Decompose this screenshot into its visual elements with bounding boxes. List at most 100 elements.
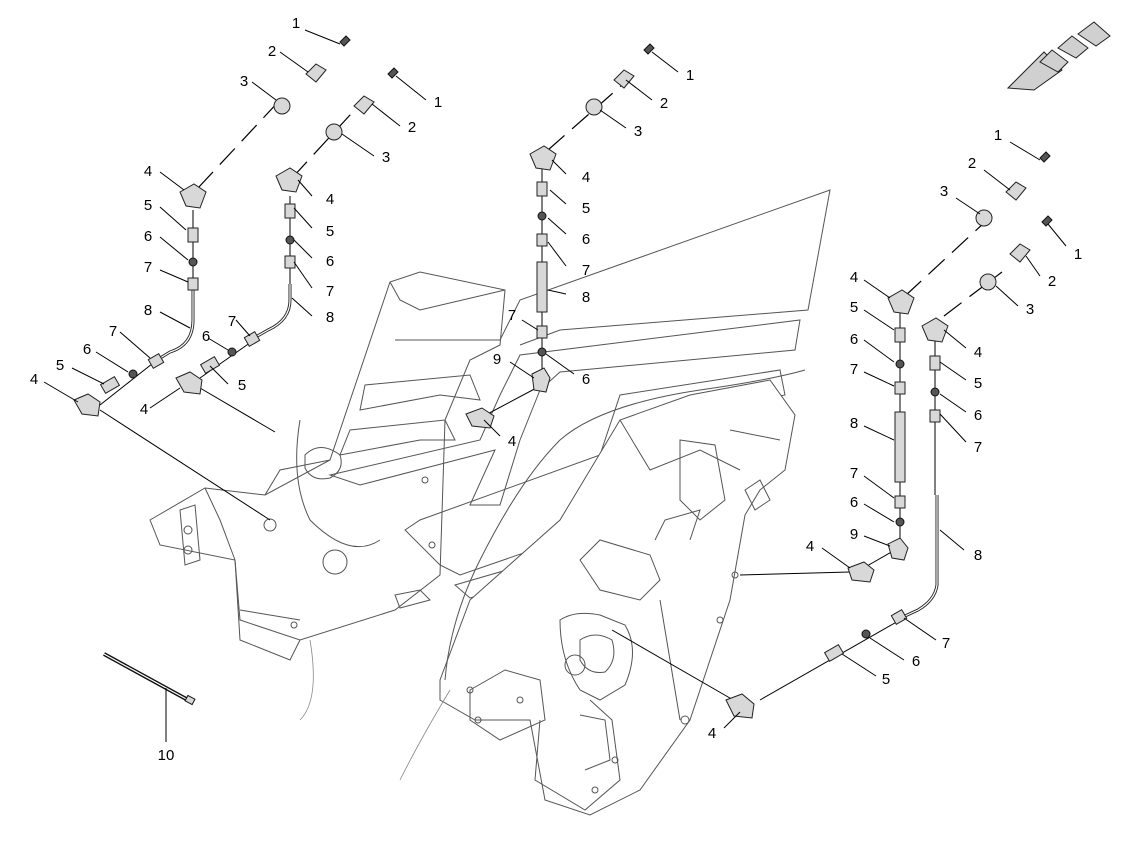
ferrule-icon	[285, 235, 295, 245]
elbow-block-icon	[921, 317, 949, 343]
grease-fitting-icon	[339, 35, 351, 47]
callout-label: 5	[882, 671, 890, 688]
callout-label: 6	[202, 328, 210, 345]
callout-label: 7	[144, 259, 152, 276]
callout-label: 2	[268, 43, 276, 60]
callout-label: 7	[850, 465, 858, 482]
nut-icon	[325, 123, 343, 141]
nut-icon	[284, 255, 296, 269]
ferrule-icon	[861, 629, 871, 639]
callout-label: 7	[508, 307, 516, 324]
elbow-block-icon	[179, 183, 207, 209]
ferrule-icon	[188, 257, 198, 267]
callout-label: 2	[1048, 273, 1056, 290]
grease-fitting-icon	[1041, 215, 1053, 227]
nut-icon	[187, 277, 199, 291]
nut-icon	[147, 352, 165, 370]
callout-label: 2	[968, 155, 976, 172]
grease-line-group-b: 1 2 3 4 5 6 7 8 7 6 5 4	[140, 67, 442, 433]
callout-label: 8	[582, 289, 590, 306]
callout-label: 6	[912, 653, 920, 670]
callout-label: 3	[1026, 301, 1034, 318]
callout-label: 4	[508, 433, 516, 450]
adapter-icon	[613, 69, 635, 89]
callout-label: 5	[56, 357, 64, 374]
tube-icon	[894, 411, 906, 483]
callout-label: 5	[974, 375, 982, 392]
callout-label: 5	[326, 223, 334, 240]
elbow-block-icon	[887, 289, 915, 315]
callout-label: 6	[850, 494, 858, 511]
callout-label: 7	[228, 313, 236, 330]
elbow-block-icon	[725, 693, 755, 719]
callout-label: 4	[30, 371, 38, 388]
grease-line-group-c: 1 2 3 4 5 6 7 8 7 6 9 4	[465, 43, 694, 450]
ferrule-icon	[537, 347, 547, 357]
connector-icon	[284, 203, 296, 219]
callout-label: 5	[144, 197, 152, 214]
ferrule-icon	[128, 369, 138, 379]
ferrule-icon	[930, 387, 940, 397]
nut-icon	[929, 409, 941, 423]
nut-icon	[894, 381, 906, 395]
tube-icon	[536, 261, 548, 313]
callout-label: 7	[109, 323, 117, 340]
nut-icon	[243, 330, 261, 348]
nut-icon	[536, 325, 548, 339]
callout-label: 2	[660, 95, 668, 112]
grease-line-group-e: 1 2 3 4 5 6 7 8 7 6 5 4	[611, 215, 1082, 742]
callout-label: 1	[292, 15, 300, 32]
elbow-block-icon	[847, 561, 875, 583]
grease-fitting-icon	[643, 43, 655, 55]
callout-label: 4	[144, 163, 152, 180]
elbow-block-icon	[275, 167, 303, 193]
connector-icon	[823, 643, 845, 663]
callout-label: 6	[582, 371, 590, 388]
callout-label: 3	[382, 149, 390, 166]
nut-icon	[536, 233, 548, 247]
callout-label: 6	[974, 407, 982, 424]
callout-label: 7	[974, 439, 982, 456]
connector-icon	[99, 375, 121, 395]
nut-icon	[273, 97, 291, 115]
callout-label: 1	[434, 94, 442, 111]
callout-label: 2	[408, 119, 416, 136]
callout-label: 6	[582, 231, 590, 248]
callout-label: 4	[140, 401, 148, 418]
callout-label: 8	[850, 415, 858, 432]
ferrule-icon	[227, 347, 237, 357]
callout-label: 8	[326, 309, 334, 326]
adapter-icon	[1009, 243, 1031, 263]
elbow-fitting-icon	[887, 537, 909, 561]
callout-label: 3	[240, 73, 248, 90]
callout-label: 4	[850, 269, 858, 286]
callout-label: 1	[994, 127, 1002, 144]
grease-fitting-icon	[387, 67, 399, 79]
callout-label: 6	[850, 331, 858, 348]
callout-label: 4	[708, 725, 716, 742]
direction-arrow-icon	[1006, 21, 1111, 91]
callout-label: 6	[144, 228, 152, 245]
callout-label: 7	[582, 262, 590, 279]
callout-label: 1	[1074, 246, 1082, 263]
connector-icon	[187, 227, 199, 243]
connector-icon	[929, 355, 941, 371]
elbow-fitting-icon	[531, 367, 551, 393]
nut-icon	[890, 608, 908, 626]
grease-line-group-d: 1 2 3 4 5 6 7 8 7 6 9 4	[739, 127, 1051, 583]
callout-label: 4	[974, 344, 982, 361]
ferrule-icon	[895, 517, 905, 527]
elbow-block-icon	[529, 145, 557, 171]
elbow-block-icon	[73, 393, 101, 417]
callout-label: 7	[942, 635, 950, 652]
callout-label: 8	[144, 302, 152, 319]
callout-label: 6	[326, 253, 334, 270]
callout-label: 9	[493, 351, 501, 368]
nut-icon	[585, 98, 603, 116]
callout-label: 5	[582, 200, 590, 217]
adapter-icon	[353, 95, 375, 115]
callout-label: 7	[850, 361, 858, 378]
callout-label: 4	[326, 191, 334, 208]
callout-label: 3	[634, 123, 642, 140]
